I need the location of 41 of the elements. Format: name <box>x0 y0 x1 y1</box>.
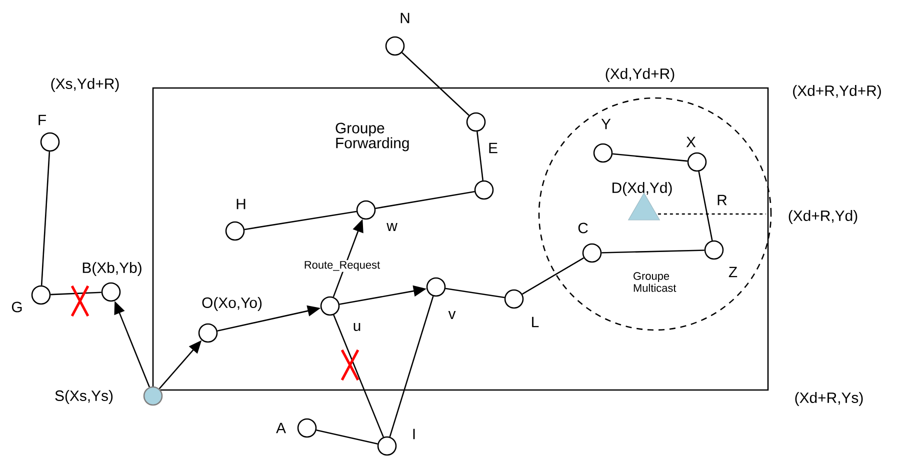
node-label: B(Xb,Yb) <box>82 262 142 276</box>
connector <box>522 257 584 295</box>
node-circle <box>474 180 494 200</box>
node-label: F <box>38 114 46 126</box>
node-label: v <box>448 311 456 319</box>
node-label: L <box>532 316 539 328</box>
connector <box>612 153 688 162</box>
connector <box>333 314 384 438</box>
connector <box>40 152 50 286</box>
node-label: G <box>12 302 22 312</box>
node-label: Y <box>601 118 611 130</box>
connector <box>50 292 102 296</box>
connector <box>402 52 470 116</box>
node-label: C <box>578 222 588 234</box>
node-label: O(Xo,Yo) <box>202 297 262 311</box>
node-label: D(Xd,Yd) <box>612 182 672 196</box>
connector <box>389 296 434 437</box>
connector <box>476 132 484 180</box>
connector <box>316 429 378 444</box>
coordinate-label: (Xs,Yd+R) <box>49 77 121 93</box>
coordinate-label: (Xd+R,Yd+R) <box>791 84 883 100</box>
connector <box>602 250 704 254</box>
node-label: X <box>686 136 696 148</box>
coordinate-label: R <box>716 194 728 206</box>
node-label: S(Xs,Ys) <box>55 390 113 404</box>
coordinate-label: (Xd+R,Ys) <box>793 391 865 407</box>
node-label: H <box>236 198 246 210</box>
coordinate-label: (Xd+R,Yd) <box>786 209 860 225</box>
node-label: E <box>489 142 498 154</box>
coordinate-label: Route_Request <box>302 260 382 272</box>
connector <box>445 288 505 298</box>
connector <box>244 210 357 230</box>
node-label: Z <box>728 266 738 278</box>
connector <box>375 190 475 210</box>
coordinate-label: (Xd,Yd+R) <box>604 67 676 83</box>
node-label: I <box>413 428 415 440</box>
node-label: N <box>400 12 410 24</box>
node-label: u <box>354 322 360 331</box>
node-label: w <box>386 223 398 231</box>
connector <box>698 171 713 241</box>
node-label: A <box>276 422 286 434</box>
